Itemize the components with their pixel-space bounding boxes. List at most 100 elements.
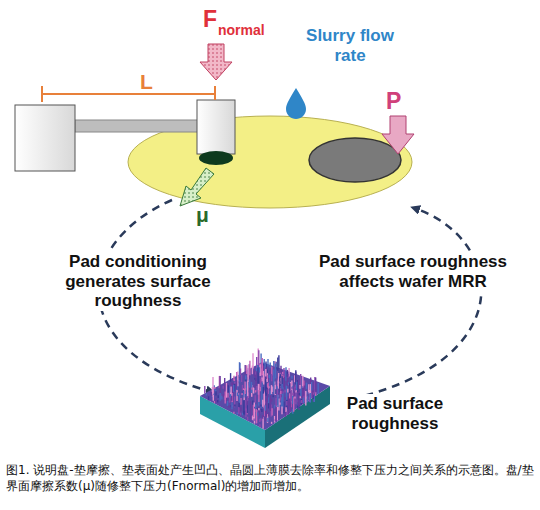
- roughness-spike: [241, 393, 242, 395]
- roughness-spike: [245, 409, 246, 411]
- roughness-spike: [215, 398, 216, 403]
- roughness-spike: [310, 393, 311, 403]
- roughness-spike: [284, 377, 285, 389]
- roughness-spike: [287, 389, 288, 393]
- roughness-spike: [258, 349, 259, 365]
- roughness-spike: [263, 366, 264, 371]
- roughness-spike: [287, 371, 288, 376]
- roughness-spike: [250, 401, 251, 419]
- roughness-spike: [221, 396, 222, 400]
- roughness-spike: [285, 407, 286, 412]
- cycle-arrow: [338, 208, 481, 402]
- roughness-spike: [296, 382, 297, 391]
- roughness-spike: [259, 411, 260, 417]
- roughness-spike: [271, 374, 272, 381]
- roughness-spike: [255, 390, 256, 392]
- roughness-spike: [212, 377, 213, 394]
- roughness-spike: [275, 364, 276, 379]
- roughness-spike: [270, 363, 271, 369]
- roughness-spike: [231, 396, 232, 401]
- roughness-spike: [298, 380, 299, 389]
- roughness-spike: [253, 405, 254, 417]
- roughness-spike: [285, 407, 286, 417]
- pressure-arrow: [382, 116, 414, 154]
- roughness-spike: [247, 368, 248, 382]
- roughness-spike: [285, 390, 286, 393]
- roughness-spike: [263, 387, 264, 394]
- roughness-spike: [237, 372, 238, 387]
- roughness-spike: [281, 390, 282, 394]
- roughness-spike: [263, 370, 264, 384]
- roughness-spike: [223, 394, 224, 397]
- roughness-spike: [249, 380, 250, 388]
- roughness-spike: [247, 417, 248, 421]
- roughness-spike: [265, 367, 266, 379]
- roughness-spike: [285, 397, 286, 399]
- roughness-spike: [298, 394, 299, 407]
- roughness-spike: [294, 396, 295, 398]
- roughness-spike: [246, 365, 247, 374]
- roughness-spike: [262, 415, 263, 419]
- roughness-spike: [260, 407, 261, 409]
- roughness-spike: [299, 393, 300, 395]
- roughness-spike: [256, 357, 257, 368]
- roughness-spike: [275, 398, 276, 406]
- roughness-spike: [261, 409, 262, 412]
- force-arrow: [200, 44, 232, 80]
- roughness-spike: [234, 382, 235, 384]
- roughness-spike: [273, 395, 274, 397]
- roughness-spike: [261, 378, 262, 382]
- roughness-spike: [217, 400, 218, 402]
- roughness-spike: [236, 380, 237, 390]
- roughness-spike: [300, 396, 301, 398]
- roughness-spike: [286, 411, 287, 415]
- roughness-spike: [243, 401, 244, 415]
- roughness-spike: [281, 406, 282, 414]
- roughness-spike: [239, 402, 240, 413]
- roughness-spike: [288, 382, 289, 384]
- roughness-spike: [280, 388, 281, 401]
- roughness-spike: [229, 401, 230, 403]
- roughness-spike: [305, 391, 306, 405]
- process-label: Pad conditioning generates surface rough…: [38, 252, 238, 311]
- roughness-spike: [277, 405, 278, 420]
- roughness-spike: [234, 379, 235, 381]
- roughness-spike: [231, 382, 232, 385]
- roughness-spike: [311, 382, 312, 390]
- roughness-spike: [269, 375, 270, 387]
- roughness-spike: [283, 368, 284, 377]
- process-label: Pad surface roughness affects wafer MRR: [292, 252, 534, 291]
- roughness-spike: [266, 387, 267, 389]
- roughness-spike: [260, 405, 261, 410]
- roughness-spike: [265, 369, 266, 376]
- roughness-spike: [230, 394, 231, 398]
- roughness-spike: [255, 371, 256, 386]
- roughness-spike: [253, 419, 254, 421]
- roughness-spike: [298, 408, 299, 410]
- conditioner-base: [15, 105, 75, 171]
- roughness-spike: [267, 383, 268, 389]
- roughness-spike: [206, 394, 207, 396]
- roughness-spike: [275, 384, 276, 395]
- roughness-spike: [301, 400, 302, 403]
- roughness-spike: [267, 359, 268, 367]
- roughness-spike: [303, 381, 304, 386]
- roughness-spike: [287, 370, 288, 386]
- dimension-tick: [41, 86, 43, 102]
- dimension-label: L: [140, 70, 153, 94]
- roughness-spike: [222, 386, 223, 389]
- roughness-spike: [240, 407, 241, 411]
- roughness-spike: [292, 386, 293, 388]
- roughness-spike: [290, 403, 291, 411]
- roughness-spike: [281, 374, 282, 376]
- force-subscript: normal: [218, 22, 265, 38]
- pressure-label: P: [386, 88, 401, 114]
- roughness-spike: [302, 376, 303, 386]
- roughness-spike: [297, 380, 298, 392]
- roughness-spike: [238, 407, 239, 414]
- roughness-spike: [286, 385, 287, 399]
- conditioner-disk: [199, 151, 233, 165]
- roughness-spike: [279, 381, 280, 383]
- roughness-spike: [231, 403, 232, 410]
- roughness-spike: [301, 401, 302, 403]
